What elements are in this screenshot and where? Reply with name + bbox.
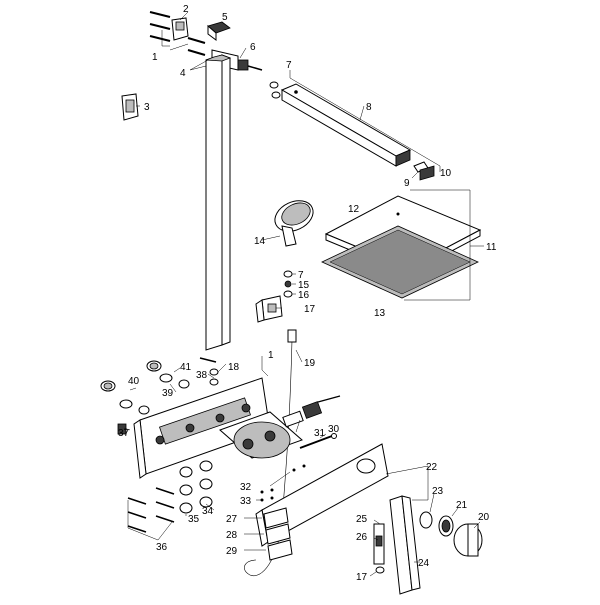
callout-18: 18 <box>228 362 240 373</box>
shower-arm-8 <box>280 83 412 167</box>
callout-32: 32 <box>240 482 252 493</box>
callout-36: 36 <box>156 542 168 553</box>
callout-21: 21 <box>456 500 468 511</box>
callout-7b: 7 <box>298 270 304 281</box>
callout-16: 16 <box>298 290 310 301</box>
callout-labels: 1 2 3 4 5 6 7 8 9 10 11 12 13 14 7 15 16… <box>118 4 497 583</box>
rail-insert-26 <box>373 523 385 574</box>
callout-25: 25 <box>356 514 368 525</box>
callout-30: 30 <box>328 424 340 435</box>
callout-38: 38 <box>196 370 208 381</box>
screws-32-33 <box>260 464 306 502</box>
inlet-fittings <box>100 360 190 435</box>
control-buttons <box>263 507 293 561</box>
callout-35: 35 <box>188 514 200 525</box>
leader-lines <box>123 11 484 577</box>
callout-1b: 1 <box>268 350 274 361</box>
callout-5: 5 <box>222 12 228 23</box>
wall-bracket-2 <box>171 17 189 41</box>
hand-shower-holder-17 <box>255 295 283 323</box>
callout-37: 37 <box>118 428 130 439</box>
hand-shower-14 <box>274 200 314 247</box>
callout-13: 13 <box>374 308 386 319</box>
outlet-connectors-34 <box>179 460 213 514</box>
callout-14: 14 <box>254 236 266 247</box>
callout-12: 12 <box>348 204 360 215</box>
callout-10: 10 <box>440 168 452 179</box>
callout-17a: 17 <box>304 304 316 315</box>
bracket-3 <box>121 93 139 121</box>
callout-6: 6 <box>250 42 256 53</box>
clip-9-10 <box>413 161 435 181</box>
mounting-plate-35 <box>133 377 271 479</box>
callout-17b: 17 <box>356 572 368 583</box>
thermostat-body <box>219 411 303 459</box>
callout-31: 31 <box>314 428 326 439</box>
callout-22: 22 <box>426 462 438 473</box>
callout-7a: 7 <box>286 60 292 71</box>
callout-39: 39 <box>162 388 174 399</box>
callout-19: 19 <box>304 358 316 369</box>
callout-11: 11 <box>486 242 497 253</box>
callout-28: 28 <box>226 530 238 541</box>
nuts-7-top <box>269 81 281 99</box>
callout-9: 9 <box>404 178 410 189</box>
callout-1a: 1 <box>152 52 158 63</box>
callout-23: 23 <box>432 486 444 497</box>
callout-8: 8 <box>366 102 372 113</box>
handle-parts <box>419 511 483 557</box>
callout-29: 29 <box>226 546 238 557</box>
callout-3: 3 <box>144 102 150 113</box>
valve-rod-30 <box>299 433 337 449</box>
callout-26: 26 <box>356 532 368 543</box>
callout-24: 24 <box>418 558 430 569</box>
callout-40: 40 <box>128 376 140 387</box>
screws-36 <box>127 487 175 533</box>
riser-pipe <box>205 54 232 351</box>
cartridge-31 <box>282 395 341 428</box>
wall-screws-top <box>149 11 206 56</box>
callout-33: 33 <box>240 496 252 507</box>
callout-20: 20 <box>478 512 490 523</box>
callout-41: 41 <box>180 362 192 373</box>
cover-cap-5 <box>207 21 231 41</box>
callout-34: 34 <box>202 506 214 517</box>
callout-2: 2 <box>183 4 189 15</box>
hand-shower-nuts <box>283 270 293 298</box>
callout-15: 15 <box>298 280 310 291</box>
rail-profile-24 <box>389 495 421 595</box>
callout-4: 4 <box>180 68 186 79</box>
callout-27: 27 <box>226 514 238 525</box>
